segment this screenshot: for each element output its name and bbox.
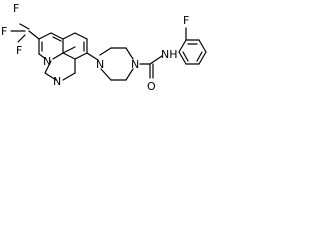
carboxamide-group: O NH (139, 48, 178, 93)
bond-c3-c4 (50, 32, 64, 40)
atom-f2: F (1, 25, 7, 38)
bond-ar-npip (86, 52, 99, 61)
bond-carbonyl-nh (149, 55, 163, 65)
atom-o: O (147, 80, 156, 93)
bond-c8-c7 (74, 32, 88, 40)
bond-ch2b-n (125, 47, 134, 60)
bond-cf3-ring (28, 30, 40, 40)
bond-c3-c4-inner (52, 36, 62, 42)
bond-ar-5 (178, 51, 187, 65)
bond-ar-2 (198, 39, 207, 53)
chemical-structure: F F F N N N N (1, 2, 207, 93)
naphthyridine-ring-left: N (38, 32, 64, 68)
bond-c4a-c8a (52, 52, 64, 60)
bond-c5-c4a (62, 52, 76, 60)
atom-f3: F (16, 44, 22, 57)
naphthyridine-ring-right: N (44, 32, 88, 88)
structure-canvas: F F F N N N N (0, 0, 212, 116)
atom-nh: NH (161, 48, 178, 61)
atom-n-ring-left: N (43, 55, 51, 68)
fluorophenyl-ring: F (178, 14, 207, 65)
bond-npip-ch2a (99, 47, 112, 56)
bond-n-ch2c (125, 68, 134, 81)
bond-cf3-f1 (19, 23, 30, 30)
bond-c8a-c8 (62, 32, 76, 40)
bond-c6-c5 (74, 52, 88, 60)
bond-lower-left (44, 60, 52, 74)
bond-c-n6 (62, 72, 76, 81)
bond-ar-inner-3 (182, 51, 189, 62)
atom-n-ring-bottom: N (53, 75, 61, 88)
bond-c4a-c5 (62, 46, 76, 54)
trifluoromethyl-group: F F F (1, 2, 40, 57)
bond-ar-3 (198, 51, 207, 65)
bond-ar-inner-2 (196, 51, 203, 62)
bond-nh-aryl (178, 39, 187, 53)
bond-c2-c3 (38, 32, 52, 40)
atom-n-pip-right: N (131, 58, 139, 71)
bond-n6-c (44, 72, 57, 81)
bond-cf3-f3 (17, 34, 26, 43)
atom-f-aryl: F (183, 14, 189, 27)
piperazine-ring: N N (86, 47, 139, 81)
bond-n1-c2 (38, 53, 47, 60)
atom-n-pip-left: N (96, 58, 104, 71)
atom-f1: F (13, 2, 19, 15)
bond-ch2d-npip (100, 68, 112, 81)
